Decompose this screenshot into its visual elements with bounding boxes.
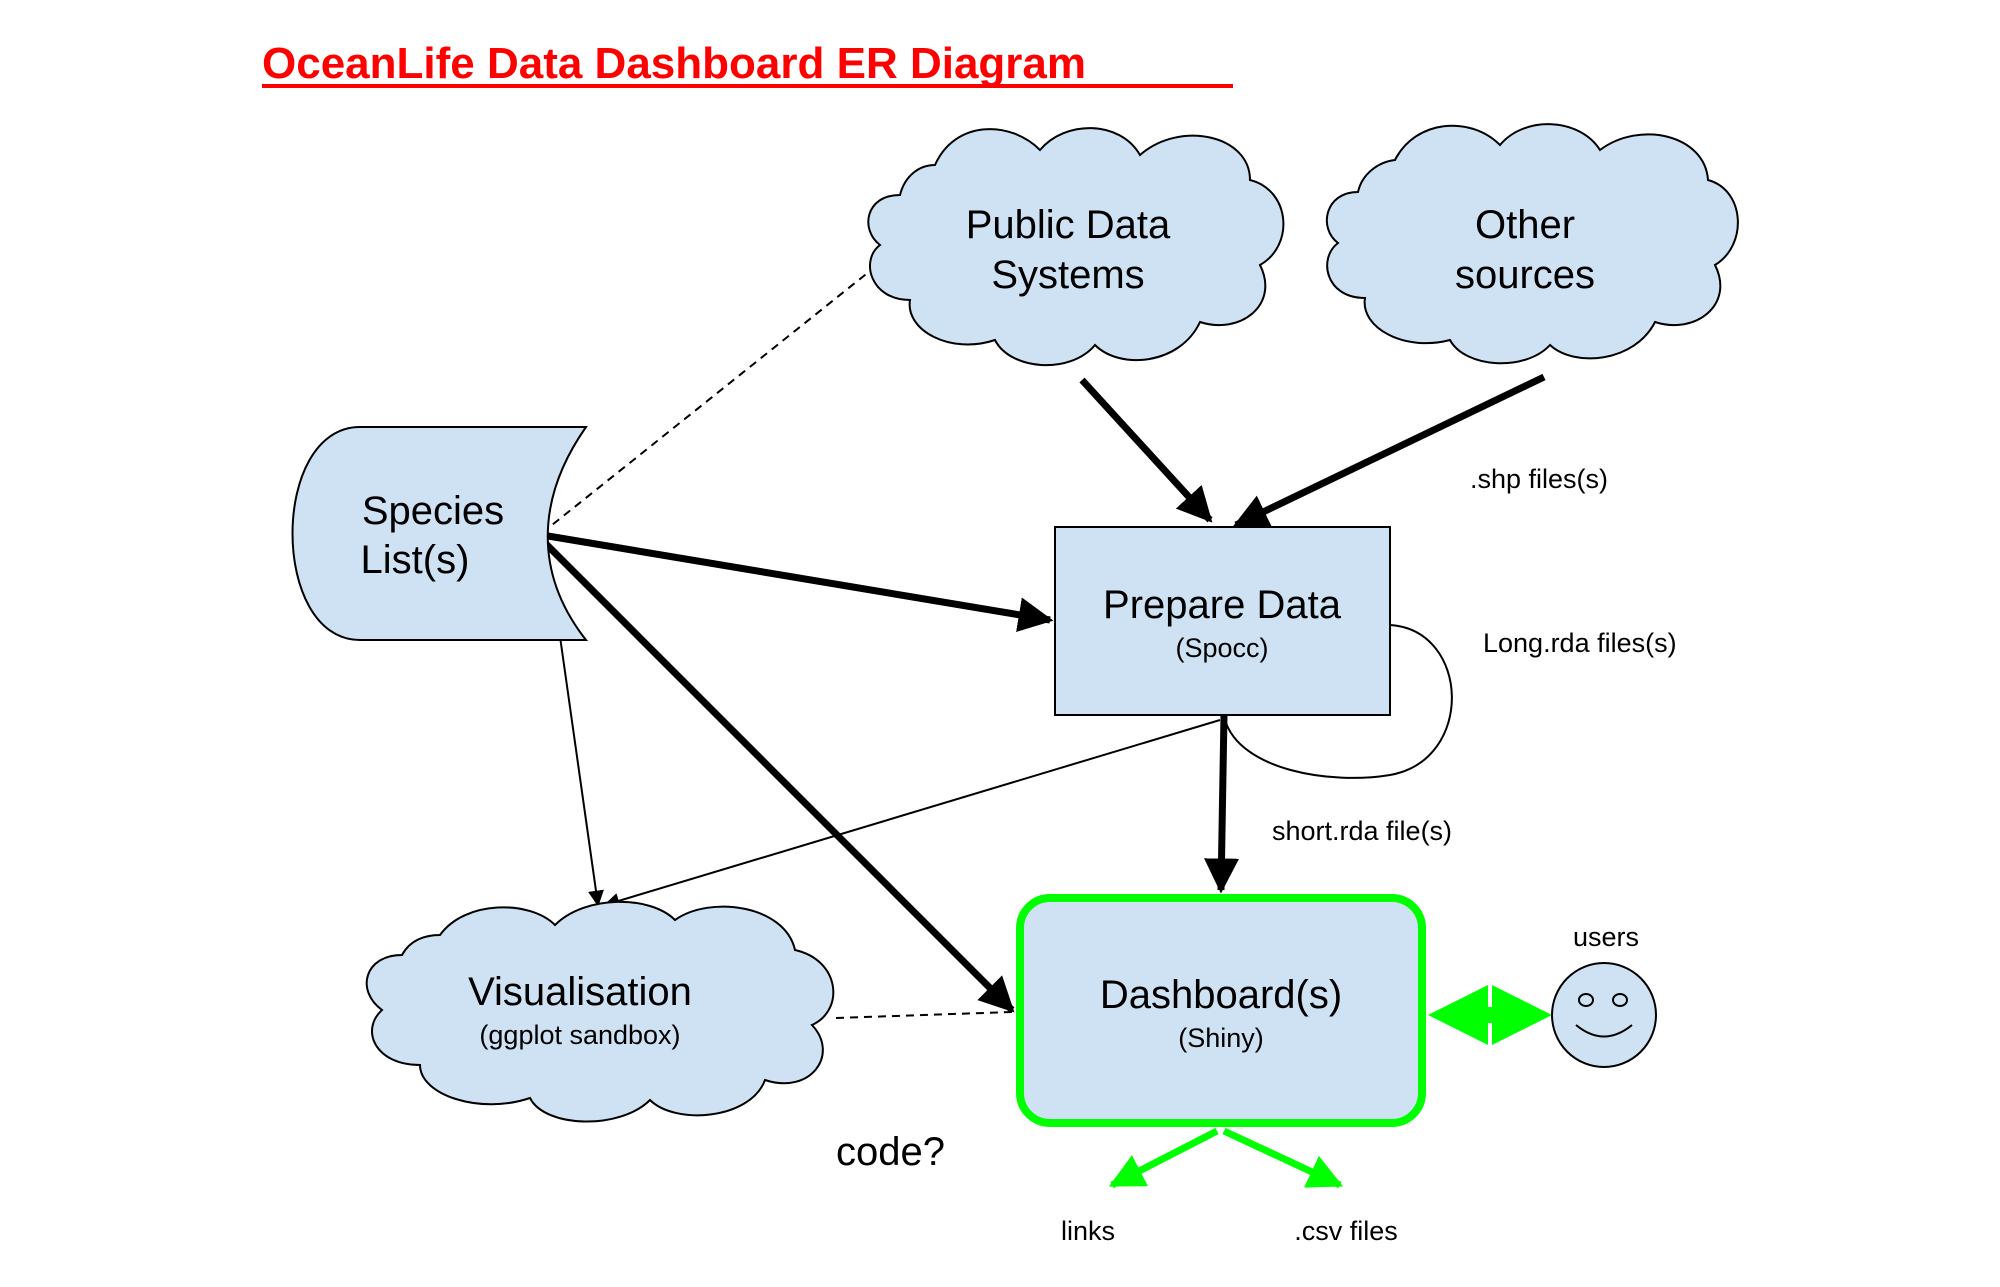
species-list-shape — [291, 426, 589, 641]
edge-species-to-public-dashed — [541, 254, 891, 534]
edge-dashboard-to-links — [1108, 1127, 1219, 1189]
dashboard-box — [1016, 894, 1426, 1127]
edge-species-to-prepare — [541, 531, 1054, 633]
long-rda-label: Long.rda files(s) — [1483, 628, 1677, 658]
species-list-label-line2: List(s) — [361, 538, 470, 582]
visualisation-sublabel: (ggplot sandbox) — [479, 1020, 680, 1050]
prepare-data-box — [1054, 526, 1391, 716]
dashboard-sublabel: (Shiny) — [1178, 1023, 1264, 1053]
code-label: code? — [836, 1130, 945, 1174]
visualisation-cloud-shape — [365, 900, 835, 1123]
other-sources-label-line1: Other — [1475, 203, 1575, 247]
short-rda-label: short.rda file(s) — [1272, 816, 1452, 846]
csv-files-label: .csv files — [1294, 1216, 1398, 1246]
prepare-data-label: Prepare Data — [1103, 583, 1342, 627]
diagram-title: OceanLife Data Dashboard ER Diagram — [262, 39, 1086, 88]
other-sources-cloud-shape — [1325, 123, 1739, 365]
users-smiley-icon — [1551, 962, 1657, 1068]
edge-dashboard-to-csv — [1222, 1127, 1344, 1189]
species-list-label-line1: Species — [362, 489, 504, 533]
public-data-label-line1: Public Data — [966, 203, 1171, 247]
users-double-arrow — [1428, 985, 1552, 1045]
shp-files-label: .shp files(s) — [1470, 464, 1608, 494]
links-label: links — [1061, 1216, 1115, 1246]
edge-prepare-loop — [1224, 624, 1453, 779]
edge-prepare-to-dashboard — [1204, 714, 1240, 894]
dashboard-label: Dashboard(s) — [1100, 973, 1342, 1017]
edge-public-to-prepare — [1079, 377, 1213, 523]
other-sources-label-line2: sources — [1455, 253, 1595, 297]
public-data-cloud-shape — [867, 127, 1285, 366]
visualisation-label: Visualisation — [468, 970, 692, 1014]
users-label: users — [1573, 922, 1639, 952]
edge-prepare-to-visualisation — [603, 719, 1221, 909]
edge-other-to-prepare — [1232, 373, 1546, 529]
prepare-data-sublabel: (Spocc) — [1175, 633, 1268, 663]
edge-visualisation-to-dashboard-dashed — [835, 1011, 1013, 1019]
edge-species-to-dashboard — [539, 537, 1015, 1013]
public-data-label-line2: Systems — [991, 253, 1144, 297]
